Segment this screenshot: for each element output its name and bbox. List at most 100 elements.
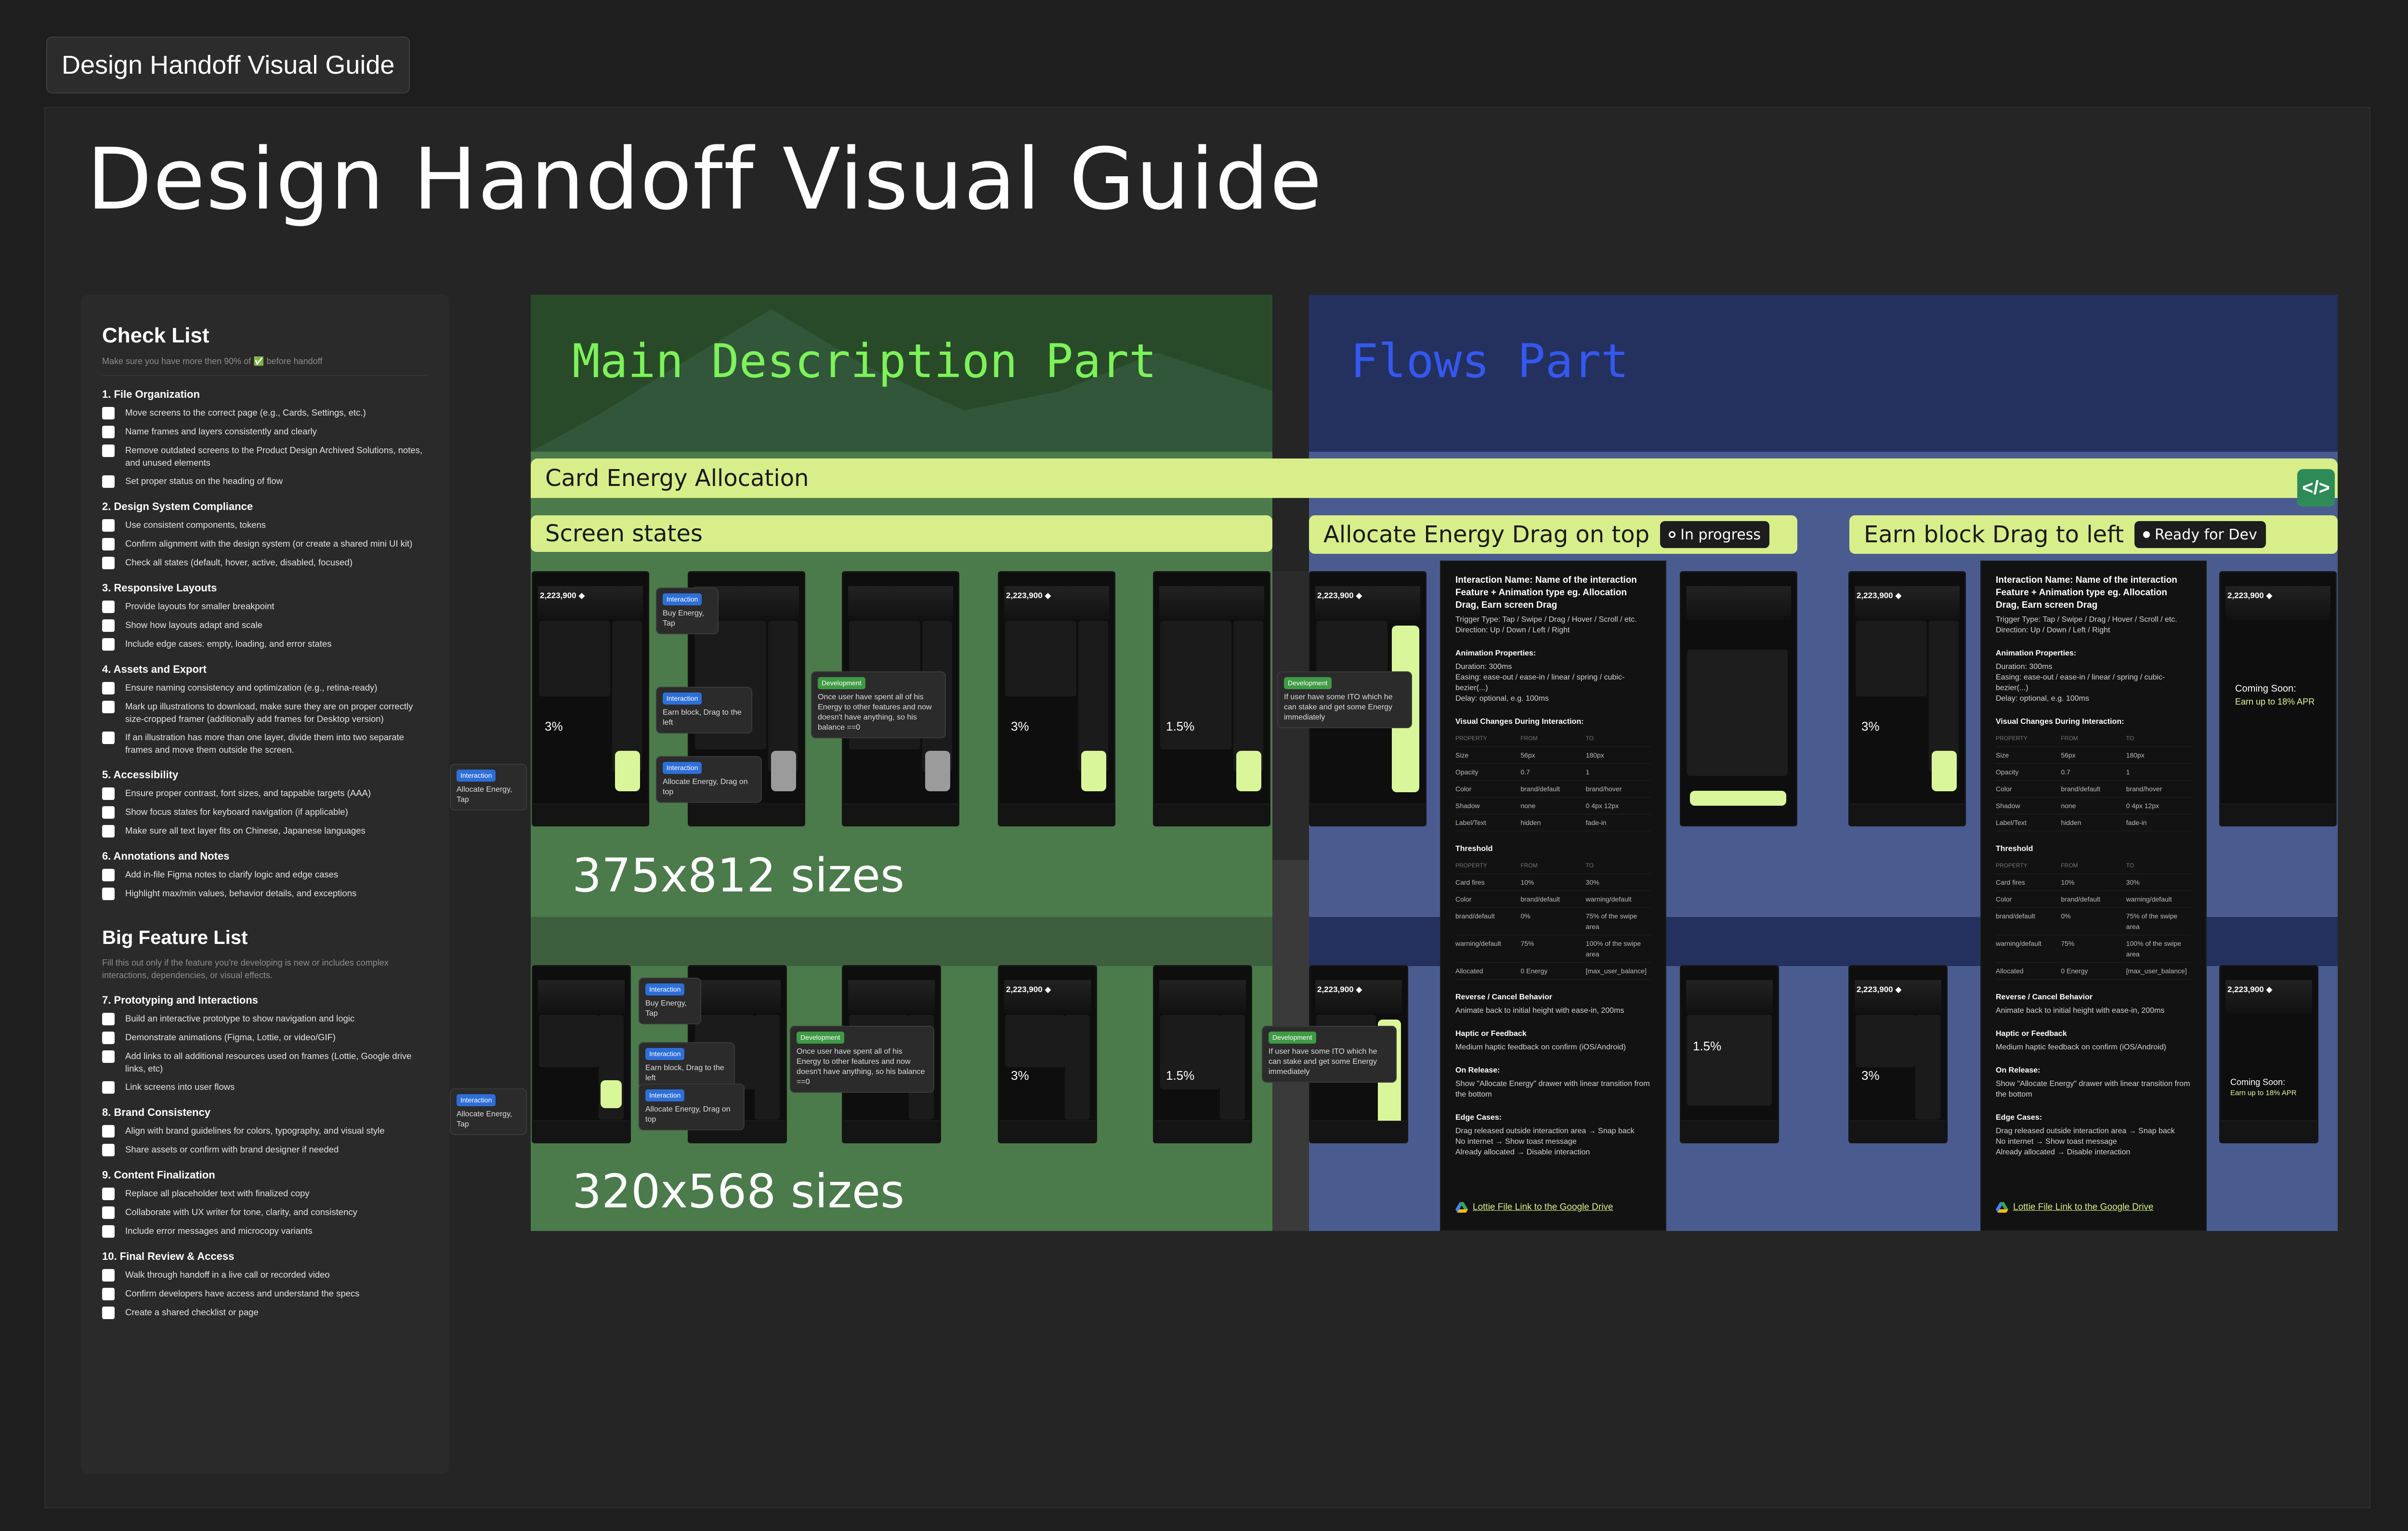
checkbox[interactable]	[102, 825, 115, 837]
checklist-item[interactable]: Confirm alignment with the design system…	[102, 537, 428, 550]
checkbox[interactable]	[102, 619, 115, 632]
phone-screen-small[interactable]: 1.5%	[1153, 965, 1252, 1143]
bottom-nav[interactable]	[1154, 804, 1269, 825]
flow-phone-drawer[interactable]	[1680, 571, 1797, 826]
checklist-item[interactable]: Share assets or confirm with brand desig…	[102, 1143, 428, 1156]
checkbox[interactable]	[102, 1188, 115, 1200]
phone-screen-small[interactable]: 2,223,900 ◆ 3%	[998, 965, 1097, 1143]
checklist-item[interactable]: Build an interactive prototype to show n…	[102, 1012, 428, 1025]
checklist-item[interactable]: Name frames and layers consistently and …	[102, 425, 428, 438]
checklist-item[interactable]: Align with brand guidelines for colors, …	[102, 1125, 428, 1138]
status-badge-in-progress[interactable]: In progress	[1660, 521, 1770, 548]
checkbox[interactable]	[102, 1225, 115, 1238]
allocate-confirm-button[interactable]	[1690, 790, 1786, 806]
checklist-item[interactable]: Walk through handoff in a live call or r…	[102, 1269, 428, 1282]
checkbox[interactable]	[102, 1288, 115, 1300]
flow-allocate-energy-bar[interactable]: Allocate Energy Drag on top In progress	[1309, 515, 1797, 554]
bottom-nav[interactable]	[843, 804, 958, 825]
bottom-nav[interactable]	[999, 1121, 1096, 1142]
bottom-nav[interactable]	[533, 1121, 629, 1142]
checkbox[interactable]	[102, 601, 115, 613]
checklist-item[interactable]: Check all states (default, hover, active…	[102, 556, 428, 569]
checkbox[interactable]	[102, 1050, 115, 1063]
checkbox[interactable]	[102, 1206, 115, 1219]
flow-earn-block-bar[interactable]: Earn block Drag to left Ready for Dev	[1849, 515, 2338, 554]
checkbox[interactable]	[102, 888, 115, 900]
allocate-button[interactable]	[615, 751, 640, 791]
checklist-item[interactable]: Create a shared checklist or page	[102, 1306, 428, 1319]
checklist-item[interactable]: Ensure naming consistency and optimizati…	[102, 681, 428, 694]
checklist-item[interactable]: Use consistent components, tokens	[102, 519, 428, 532]
checkbox[interactable]	[102, 787, 115, 800]
checklist-item[interactable]: Add links to all additional resources us…	[102, 1050, 428, 1075]
checkbox[interactable]	[102, 538, 115, 550]
bottom-nav[interactable]	[1310, 804, 1425, 825]
checkbox[interactable]	[102, 701, 115, 713]
checklist-item[interactable]: Make sure all text layer fits on Chinese…	[102, 824, 428, 837]
flow-phone-small[interactable]: 2,223,900 ◆ 3%	[1848, 965, 1948, 1143]
checkbox[interactable]	[102, 407, 115, 419]
checklist-item[interactable]: Replace all placeholder text with finali…	[102, 1187, 428, 1200]
flow-phone-drawer-small[interactable]: 1.5%	[1680, 965, 1779, 1143]
allocate-button[interactable]	[1931, 751, 1957, 791]
checklist-item[interactable]: Ensure proper contrast, font sizes, and …	[102, 787, 428, 800]
checklist-item[interactable]: Include edge cases: empty, loading, and …	[102, 638, 428, 651]
checklist-item[interactable]: Add in-file Figma notes to clarify logic…	[102, 868, 428, 881]
lottie-drive-link[interactable]: Lottie File Link to the Google Drive	[1455, 1202, 1613, 1213]
checklist-item[interactable]: Mark up illustrations to download, make …	[102, 700, 428, 725]
checkbox[interactable]	[102, 445, 115, 457]
checkbox[interactable]	[102, 638, 115, 651]
checklist-item[interactable]: Move screens to the correct page (e.g., …	[102, 406, 428, 419]
bottom-nav[interactable]	[999, 804, 1114, 825]
checklist-item[interactable]: Show focus states for keyboard navigatio…	[102, 806, 428, 819]
checkbox[interactable]	[102, 682, 115, 694]
bottom-nav[interactable]	[1681, 1121, 1778, 1142]
code-icon[interactable]: </>	[2297, 469, 2335, 507]
status-badge-ready[interactable]: Ready for Dev	[2134, 521, 2266, 548]
allocate-button[interactable]	[1236, 751, 1261, 791]
checkbox[interactable]	[102, 1081, 115, 1094]
bottom-nav[interactable]	[1850, 804, 1964, 825]
checklist-item[interactable]: Highlight max/min values, behavior detai…	[102, 887, 428, 900]
checkbox[interactable]	[102, 1032, 115, 1044]
screen-states-bar[interactable]: Screen states	[531, 515, 1272, 552]
checklist-item[interactable]: Provide layouts for smaller breakpoint	[102, 600, 428, 613]
phone-screen-small[interactable]	[532, 965, 631, 1143]
checkbox[interactable]	[102, 806, 115, 819]
allocate-button[interactable]	[1081, 751, 1106, 791]
checklist-item[interactable]: Remove outdated screens to the Product D…	[102, 444, 428, 469]
lottie-drive-link[interactable]: Lottie File Link to the Google Drive	[1996, 1202, 2154, 1213]
bottom-nav[interactable]	[1850, 1121, 1946, 1142]
checkbox[interactable]	[102, 426, 115, 438]
checkbox[interactable]	[102, 1013, 115, 1025]
phone-screen[interactable]: 2,223,900 ◆ 3%	[532, 571, 649, 826]
checkbox[interactable]	[102, 1144, 115, 1156]
phone-screen[interactable]: 1.5%	[1153, 571, 1270, 826]
checklist-item[interactable]: Show how layouts adapt and scale	[102, 619, 428, 632]
page-tag[interactable]: Design Handoff Visual Guide	[46, 37, 410, 93]
checklist-item[interactable]: Include error messages and microcopy var…	[102, 1225, 428, 1238]
bottom-nav[interactable]	[1310, 1121, 1407, 1142]
bottom-nav[interactable]	[2221, 804, 2335, 825]
flow-phone-coming-soon[interactable]: 2,223,900 ◆ Coming Soon: Earn up to 18% …	[2219, 571, 2337, 826]
checklist-item[interactable]: Collaborate with UX writer for tone, cla…	[102, 1206, 428, 1219]
checklist-item[interactable]: Demonstrate animations (Figma, Lottie, o…	[102, 1031, 428, 1044]
bottom-nav[interactable]	[843, 1121, 940, 1142]
bottom-nav[interactable]	[533, 804, 648, 825]
allocate-button[interactable]	[601, 1080, 622, 1108]
flow-phone-screen[interactable]: 2,223,900 ◆ 3%	[1848, 571, 1966, 826]
checkbox[interactable]	[102, 869, 115, 881]
bottom-nav[interactable]	[689, 804, 804, 825]
checkbox[interactable]	[102, 519, 115, 532]
checklist-item[interactable]: Link screens into user flows	[102, 1081, 428, 1094]
phone-screen[interactable]: 2,223,900 ◆ 3%	[998, 571, 1115, 826]
checkbox[interactable]	[102, 1125, 115, 1138]
checkbox[interactable]	[102, 475, 115, 488]
checkbox[interactable]	[102, 557, 115, 569]
bottom-nav[interactable]	[2221, 1121, 2317, 1142]
flow-phone-coming-soon-small[interactable]: 2,223,900 ◆ Coming Soon: Earn up to 18% …	[2219, 965, 2318, 1143]
checkbox[interactable]	[102, 1307, 115, 1319]
checklist-item[interactable]: Set proper status on the heading of flow	[102, 475, 428, 488]
checklist-item[interactable]: If an illustration has more than one lay…	[102, 731, 428, 756]
card-energy-allocation-bar[interactable]: Card Energy Allocation	[531, 458, 2338, 498]
